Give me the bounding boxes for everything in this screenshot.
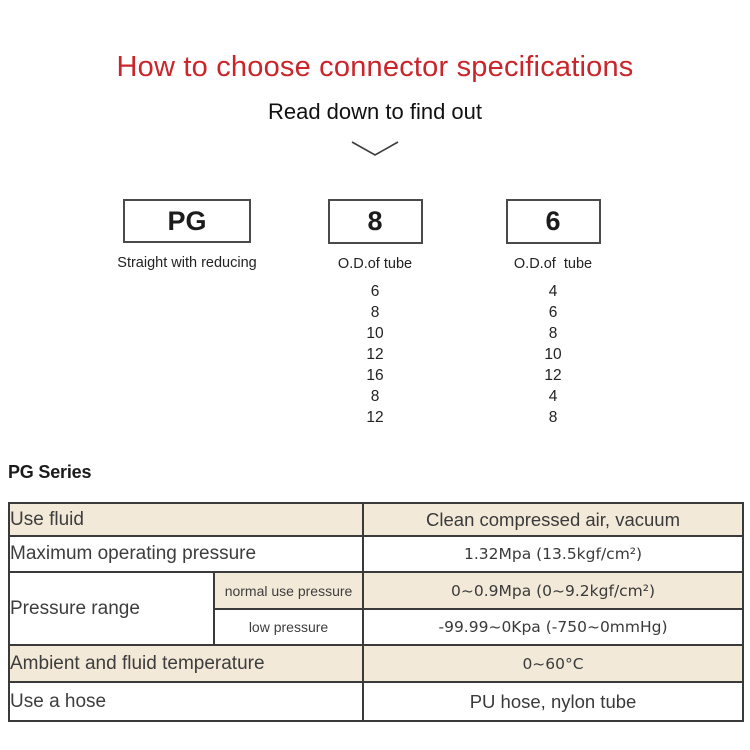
tube-size-value: 10 [366, 325, 384, 342]
code-box-pg-label: Straight with reducing [117, 255, 257, 271]
table-row: Ambient and fluid temperature 0~60°C [7, 644, 745, 683]
tube-size-value: 8 [548, 409, 558, 426]
row-label: Ambient and fluid temperature [7, 644, 365, 683]
tube-size-list-8: 6 8 10 12 16 8 12 [310, 281, 440, 428]
page-subtitle: Read down to find out [267, 99, 483, 124]
row-value: Clean compressed air, vacuum [362, 502, 745, 537]
code-box-pg-text: PG [167, 205, 207, 236]
tube-size-value: 6 [548, 304, 558, 321]
tube-size-value: 12 [366, 346, 384, 363]
tube-size-value: 4 [548, 388, 558, 405]
code-box-8-text: 8 [367, 206, 383, 236]
diagram-column-8: 8 O.D.of tube 6 8 10 12 16 8 12 [310, 199, 440, 428]
tube-size-value: 8 [370, 388, 380, 405]
row-value: 0~0.9Mpa (0~9.2kgf/cm²) [362, 571, 745, 610]
row-value: PU hose, nylon tube [362, 681, 745, 722]
tube-size-value: 12 [544, 367, 562, 384]
series-title: PG Series [8, 462, 92, 482]
tube-size-value: 6 [370, 283, 380, 300]
tube-size-value: 12 [366, 409, 384, 426]
tube-size-list-6: 4 6 8 10 12 4 8 [490, 281, 616, 428]
table-row: Pressure range normal use pressure 0~0.9… [8, 571, 745, 646]
code-box-8: 8 [327, 199, 423, 244]
code-box-6-text: 6 [545, 206, 561, 236]
row-label: Use fluid [7, 502, 365, 537]
code-box-6: 6 [505, 199, 601, 244]
tube-size-value: 16 [366, 367, 384, 384]
row-label: Maximum operating pressure [7, 535, 365, 573]
table-row: Use fluid Clean compressed air, vacuum [7, 502, 745, 537]
spec-table: Use fluid Clean compressed air, vacuum M… [7, 502, 745, 722]
row-value: 1.32Mpa (13.5kgf/cm²) [362, 535, 745, 573]
code-box-6-label: O.D.of tube [513, 256, 593, 272]
row-sublabel: normal use pressure [212, 571, 365, 610]
row-value: 0~60°C [362, 644, 745, 683]
tube-size-value: 8 [548, 325, 558, 342]
row-value: -99.99~0Kpa (-750~0mmHg) [362, 608, 745, 646]
tube-size-value: 8 [370, 304, 380, 321]
tube-size-value: 4 [548, 283, 558, 300]
tube-size-value: 10 [544, 346, 562, 363]
row-label: Pressure range [8, 571, 215, 646]
code-box-8-label: O.D.of tube [337, 256, 413, 272]
page-title: How to choose connector specifications [116, 51, 634, 83]
row-sublabel: low pressure [212, 608, 365, 646]
diagram-column-6: 6 O.D.of tube 4 6 8 10 12 4 8 [490, 199, 616, 428]
diagram-column-pg: PG Straight with reducing [98, 199, 276, 271]
table-row: Use a hose PU hose, nylon tube [7, 681, 745, 722]
table-row: Maximum operating pressure 1.32Mpa (13.5… [7, 535, 745, 573]
row-label: Use a hose [7, 681, 365, 722]
code-box-pg: PG [123, 199, 251, 243]
chevron-down-icon [351, 140, 399, 163]
table-row: low pressure -99.99~0Kpa (-750~0mmHg) [9, 608, 745, 646]
